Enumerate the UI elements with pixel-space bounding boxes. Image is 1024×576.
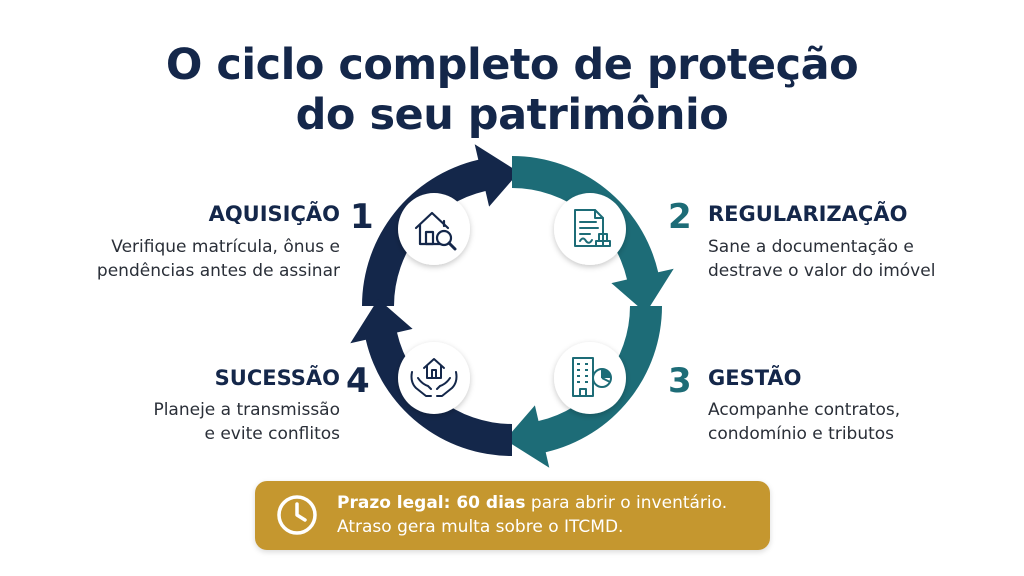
icon-circle-3 — [554, 342, 626, 414]
arrow-segment-3 — [505, 306, 662, 468]
clock-icon — [277, 495, 317, 535]
notice-rest: para abrir o inventário. — [525, 493, 728, 513]
icon-circle-1 — [398, 193, 470, 265]
step-4-title: SUCESSÃO — [214, 366, 340, 390]
notice-line-1: Prazo legal: 60 dias para abrir o invent… — [337, 491, 727, 515]
step-3-desc-line-1: Acompanhe contratos, — [708, 400, 901, 420]
house-search-icon — [414, 211, 457, 251]
arrow-segment-4 — [350, 299, 512, 456]
step-2-title: REGULARIZAÇÃO — [708, 202, 908, 226]
arrow-segment-1 — [362, 144, 519, 306]
step-2-desc-line-1: Sane a documentação e — [708, 237, 914, 257]
hands-house-icon — [410, 358, 458, 397]
step-4-number: 4 — [346, 361, 370, 401]
notice-line-2: Atraso gera multa sobre o ITCMD. — [337, 517, 624, 537]
title-line-2: do seu patrimônio — [295, 90, 729, 140]
step-1-number: 1 — [350, 197, 374, 237]
title-line-1: O ciclo completo de proteção — [165, 40, 859, 90]
step-1-desc-line-1: Verifique matrícula, ônus e — [111, 237, 340, 257]
cycle-ring — [350, 144, 674, 468]
step-3-number: 3 — [668, 361, 692, 401]
document-stamp-icon — [574, 209, 611, 247]
step-4-desc-line-2: e evite conflitos — [204, 424, 340, 444]
building-chart-icon — [572, 357, 612, 397]
notice-text: Prazo legal: 60 dias para abrir o invent… — [337, 491, 727, 539]
legal-deadline-notice: Prazo legal: 60 dias para abrir o invent… — [255, 481, 770, 550]
step-4-desc-line-1: Planeje a transmissão — [153, 400, 340, 420]
step-3-desc-line-2: condomínio e tributos — [708, 424, 895, 444]
page-title: O ciclo completo de proteção do seu patr… — [0, 40, 1024, 140]
step-2-number: 2 — [668, 197, 692, 237]
step-1-desc-line-2: pendências antes de assinar — [96, 261, 340, 281]
step-2-desc-line-2: destrave o valor do imóvel — [708, 261, 936, 281]
step-1-title: AQUISIÇÃO — [208, 202, 340, 226]
arrow-segment-2 — [512, 155, 674, 313]
step-3-title: GESTÃO — [708, 366, 802, 390]
notice-bold: Prazo legal: 60 dias — [337, 493, 526, 513]
